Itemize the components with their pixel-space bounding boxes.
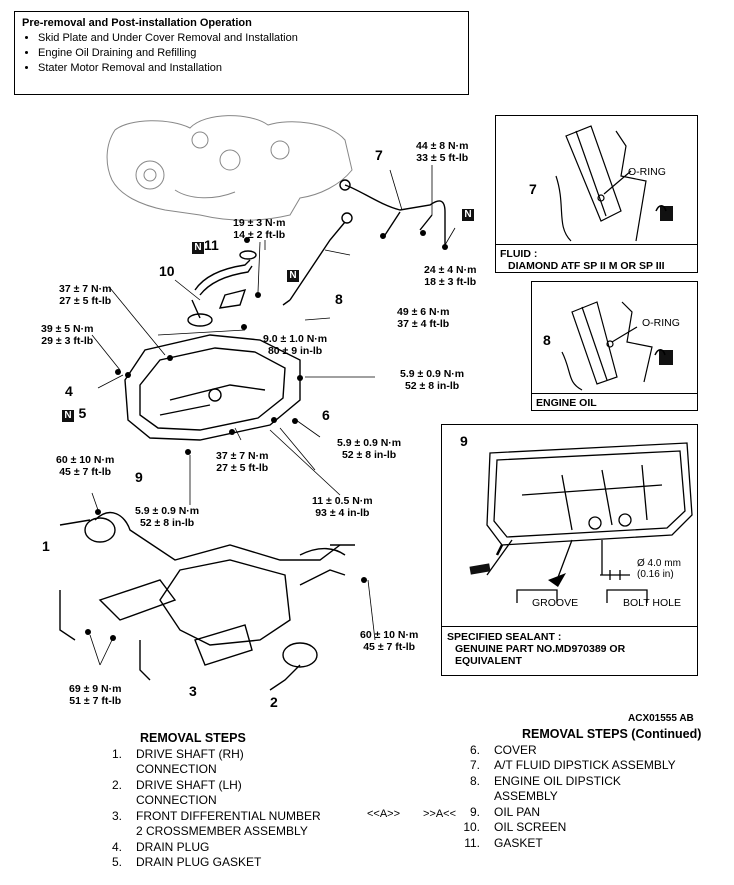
groove-label: GROOVE [532,597,579,609]
callout-6: 6 [322,407,330,423]
detail-fluid-num: 7 [529,181,537,197]
callout-2: 2 [270,694,278,710]
figure-code: ACX01555 AB [628,713,694,724]
marker-left: <<A>> [367,808,401,820]
detail-oil-caption: ENGINE OIL [532,393,697,412]
reuse-badge: N [192,242,204,254]
engine-block-outline [106,115,353,221]
crossmember-drawing [59,511,355,691]
oil-dipstick-drawing [282,212,353,306]
removal-steps-heading: REMOVAL STEPS [140,731,246,745]
detail-pan-caption: SPECIFIED SEALANT : GENUINE PART NO.MD97… [442,626,697,671]
removal-steps-continued: REMOVAL STEPS (Continued) 6.COVER 7.A/T … [454,727,701,851]
detail-fluid-drawing [555,125,673,242]
reuse-badge: N [287,270,299,282]
detail-oil-num: 8 [543,332,551,348]
callout-4: 4 [65,383,73,399]
bolt-hole-label: BOLT HOLE [623,597,681,609]
step-item: 9.OIL PAN [469,804,541,819]
callout-8: 8 [335,291,343,307]
atf-dipstick-drawing [339,179,446,245]
callout-7: 7 [375,147,383,163]
operation-list: Skid Plate and Under Cover Removal and I… [22,31,461,76]
detail-pan-num: 9 [460,433,468,449]
removal-steps: REMOVAL STEPS 1.DRIVE SHAFT (RH)CONNECTI… [96,731,321,871]
operation-item: Stater Motor Removal and Installation [38,61,461,76]
detail-engine-oil: 8 O-RING ENGINE OIL [531,281,698,411]
oring-label: O-RING [642,317,680,329]
step-item: 6.COVER [469,742,537,757]
step-item: 4.DRAIN PLUG [111,839,210,854]
badge-8: N [287,265,299,283]
step-item: 2.DRIVE SHAFT (LH)CONNECTION [111,777,242,808]
step-item: 7.A/T FLUID DIPSTICK ASSEMBLY [469,758,676,772]
detail-fluid-caption: FLUID : DIAMOND ATF SP II M OR SP III [496,244,697,275]
oring-label: O-RING [628,166,666,178]
reuse-badge: N [62,410,74,422]
operation-box: Pre-removal and Post-installation Operat… [14,11,469,95]
oil-pan-outline [124,334,301,441]
callout-1: 1 [42,538,50,554]
detail-oil-pan: 9 Ø 4.0 mm(0.16 in) GROOVE BOLT HOLE SPE… [441,424,698,676]
leader-lines [89,165,456,666]
reuse-badge: N [462,209,474,221]
step-item: 11.GASKET [464,835,543,850]
detail-pan-drawing [469,442,693,603]
callout-3: 3 [189,683,197,699]
callout-9: 9 [135,469,143,485]
detail-oil-drawing [561,301,673,391]
step-item: 5.DRAIN PLUG GASKET [111,855,262,869]
oil-screen-drawing [187,250,257,327]
operation-box-title: Pre-removal and Post-installation Operat… [22,17,252,29]
callout-10: 10 [159,263,175,279]
step-item: 1.DRIVE SHAFT (RH)CONNECTION [111,746,244,777]
hole-diameter: Ø 4.0 mm(0.16 in) [637,558,681,580]
operation-item: Skid Plate and Under Cover Removal and I… [38,31,461,46]
detail-fluid: 7 O-RING FLUID : DIAMOND ATF SP II M OR … [495,115,698,273]
marker-right: >>A<< [423,808,457,820]
removal-steps-continued-heading: REMOVAL STEPS (Continued) [522,727,702,741]
step-item: 10.OIL SCREEN [463,820,567,834]
bolts [85,230,448,641]
operation-item: Engine Oil Draining and Refilling [38,46,461,61]
badge-7: N [462,204,474,222]
callout-5: N 5 [62,405,86,423]
